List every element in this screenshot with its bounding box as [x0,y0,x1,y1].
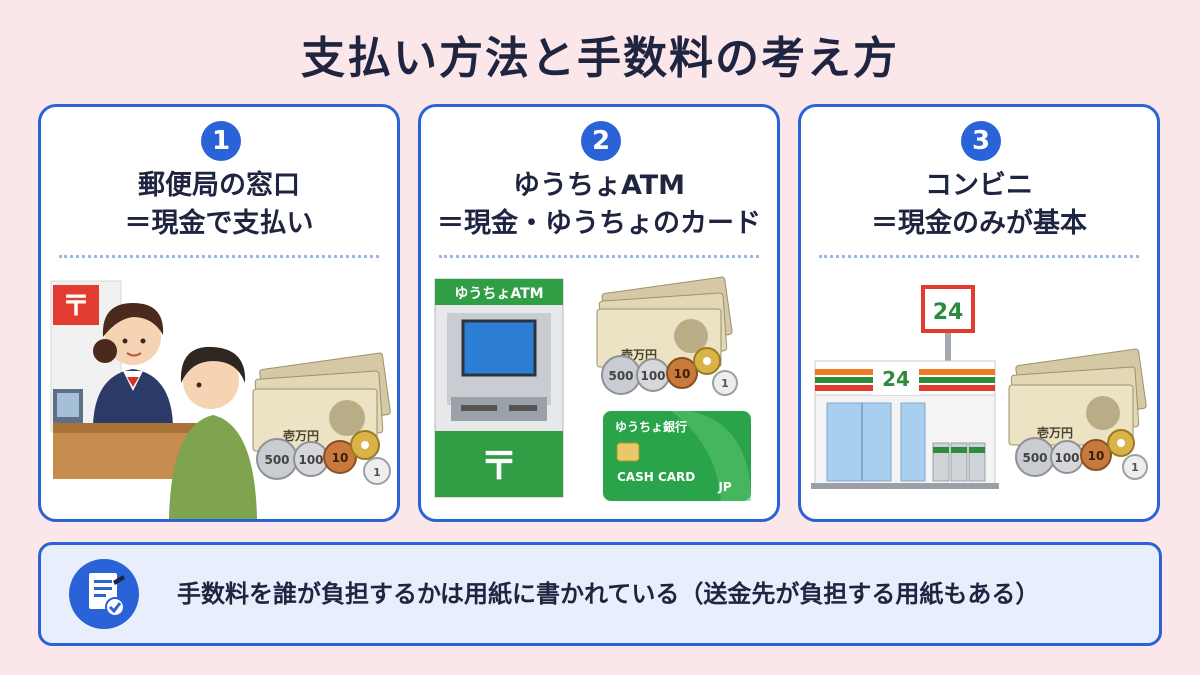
svg-text:100: 100 [1054,451,1079,465]
svg-text:1: 1 [373,466,381,479]
coins-icon: 500 100 10 5 1 [256,430,391,485]
svg-text:ゆうちょ銀行: ゆうちょ銀行 [615,419,687,434]
card-convenience-store: 3 コンビニ ＝現金のみが基本 24 24 [798,104,1160,522]
card-heading-line1: コンビニ [925,170,1033,201]
svg-text:24: 24 [882,367,910,391]
cash-card-icon: ゆうちょ銀行 CASH CARD JP [603,411,751,501]
svg-text:JP: JP [717,480,731,494]
svg-text:500: 500 [1022,451,1047,465]
svg-text:ゆうちょATM: ゆうちょATM [454,286,543,302]
coins-icon: 500 100 10 5 1 [1015,429,1148,480]
svg-text:500: 500 [608,369,633,383]
coins-icon: 500 100 10 5 1 [601,347,738,396]
atm-illustration: ゆうちょATM 〒 壱万円 500 100 10 5 [434,276,751,501]
card-heading: コンビニ ＝現金のみが基本 [801,167,1157,243]
fee-note-text: 手数料を誰が負担するかは用紙に書かれている（送金先が負担する用紙もある） [177,580,1040,608]
banknotes-icon: 壱万円 [596,276,733,368]
svg-text:CASH CARD: CASH CARD [617,470,695,484]
svg-text:100: 100 [640,369,665,383]
svg-text:100: 100 [298,453,323,467]
step-number-badge: 1 [201,121,241,161]
svg-text:10: 10 [332,451,349,465]
svg-text:〒: 〒 [480,444,518,488]
step-number-badge: 2 [581,121,621,161]
dotted-divider [819,255,1139,258]
document-check-icon [69,559,139,629]
clerk-figure [93,303,173,425]
card-heading-line2: ＝現金・ゆうちょのカード [437,208,761,239]
card-heading: ゆうちょATM ＝現金・ゆうちょのカード [421,167,777,243]
banknotes-icon: 壱万円 [252,352,391,452]
svg-text:壱万円: 壱万円 [1037,425,1073,440]
card-heading-line1: ゆうちょATM [512,170,686,201]
svg-text:24: 24 [933,300,964,325]
post-office-counter-illustration: 〒 [50,280,391,519]
store-building-icon: 24 [811,360,999,489]
card-heading-line2: ＝現金で支払い [124,208,314,239]
svg-text:1: 1 [1131,461,1139,474]
convenience-store-illustration: 24 24 壱万円 [811,285,1148,489]
fee-note-box: 手数料を誰が負担するかは用紙に書かれている（送金先が負担する用紙もある） [38,542,1162,646]
card-heading-line1: 郵便局の窓口 [138,170,300,201]
pole-sign-icon: 24 [921,285,975,361]
banknotes-icon: 壱万円 [1008,348,1147,446]
step-number-badge: 3 [961,121,1001,161]
post-sign-icon: 〒 [53,285,99,325]
customer-figure [169,346,257,519]
svg-text:500: 500 [264,453,289,467]
svg-text:10: 10 [674,367,691,381]
dotted-divider [439,255,759,258]
svg-text:壱万円: 壱万円 [283,428,319,443]
atm-machine-icon: ゆうちょATM 〒 [434,278,564,498]
svg-text:10: 10 [1088,449,1105,463]
card-heading: 郵便局の窓口 ＝現金で支払い [41,167,397,243]
svg-text:〒: 〒 [62,289,90,322]
dotted-divider [59,255,379,258]
page-title: 支払い方法と手数料の考え方 [301,33,899,84]
card-heading-line2: ＝現金のみが基本 [871,208,1087,239]
card-yucho-atm: 2 ゆうちょATM ＝現金・ゆうちょのカード ゆうちょATM 〒 壱万円 [418,104,780,522]
svg-text:1: 1 [721,377,729,390]
card-post-office: 1 郵便局の窓口 ＝現金で支払い 〒 [38,104,400,522]
